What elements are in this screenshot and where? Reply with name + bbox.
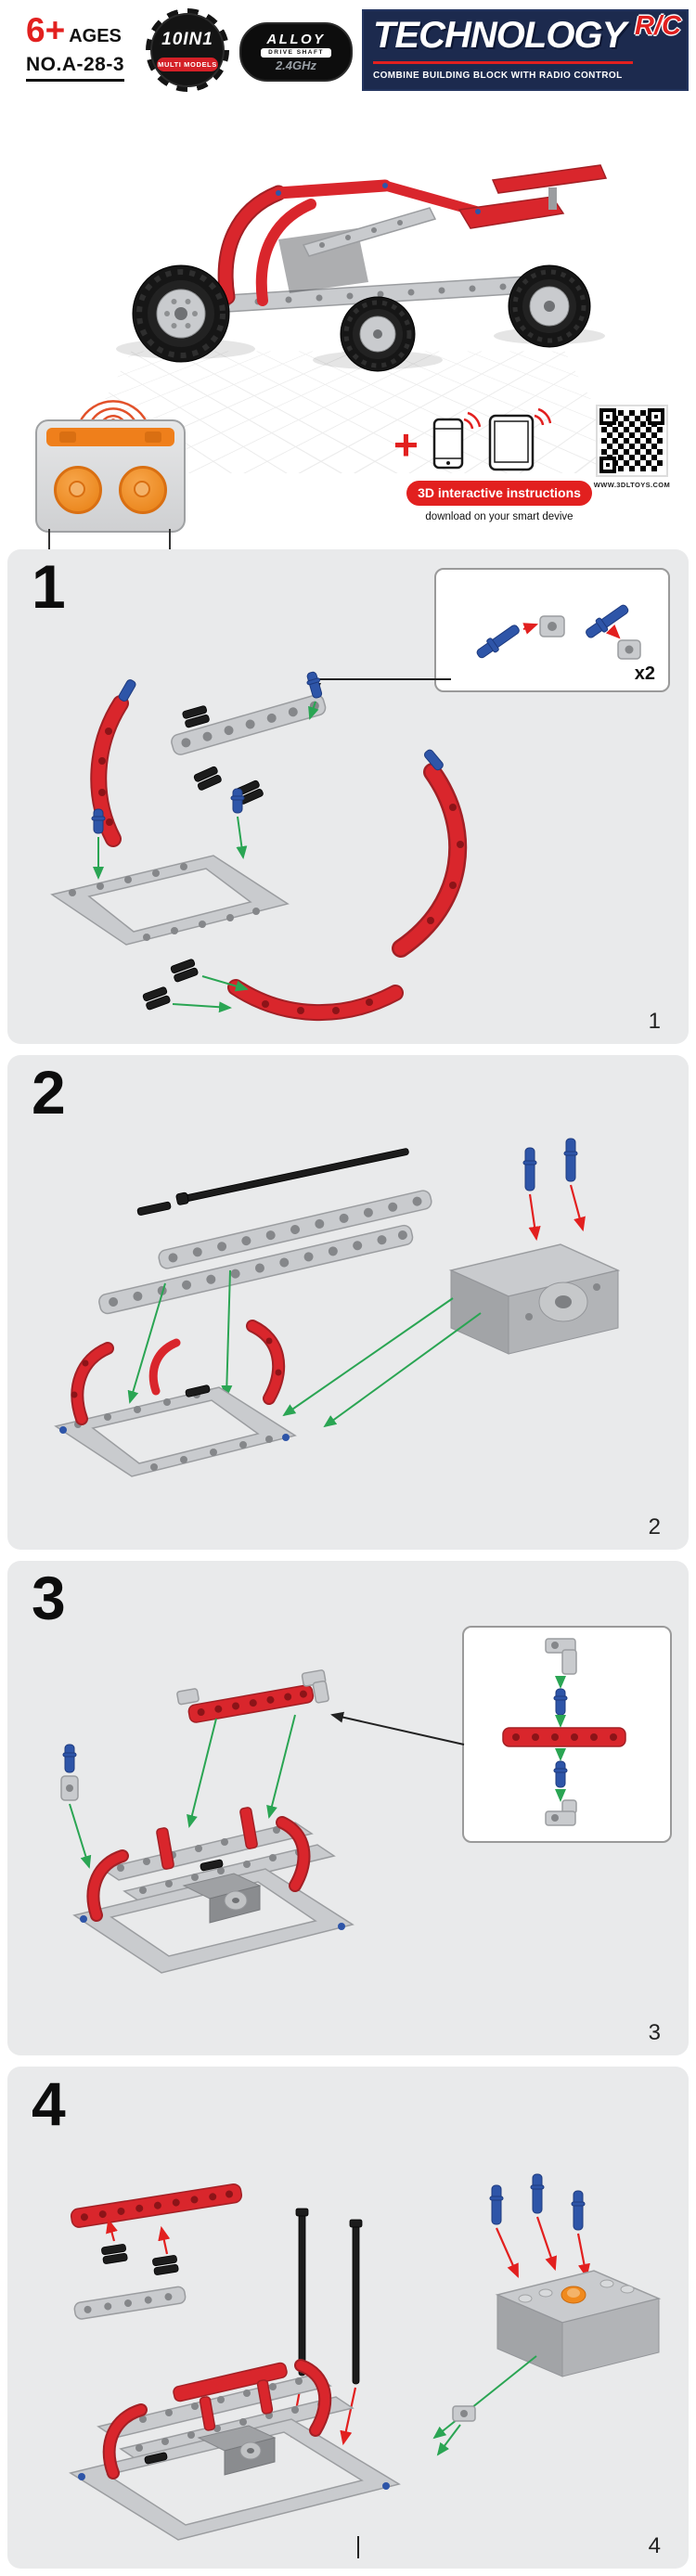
page-number: 4 (648, 2533, 661, 2558)
logo-accent-line (373, 61, 633, 64)
remote-knob-right (119, 466, 167, 514)
page-number: 3 (648, 2020, 661, 2045)
remote-leader-line-left (48, 529, 50, 551)
rear-wheel (132, 264, 230, 363)
tablet-icon (488, 414, 535, 471)
callout-qty: x2 (634, 663, 655, 684)
assembly-diagram-step-2 (54, 1138, 621, 1477)
assembly-diagram-step-4 (69, 2173, 662, 2558)
brand-logo: TECHNOLOGY R/C COMBINE BUILDING BLOCK WI… (362, 9, 689, 91)
age-number: 6+ (26, 11, 66, 49)
step-panel-4: 4 (7, 2067, 689, 2569)
alloy-label: ALLOY (266, 31, 326, 47)
step-number-2: 2 (32, 1058, 66, 1127)
badge-10in1: 10IN1 MULTI MODELS (146, 8, 229, 92)
smart-devices (432, 407, 551, 471)
remote-leader-line-right (169, 529, 171, 551)
age-label: AGES (69, 26, 122, 46)
assembly-diagram-step-3 (60, 1669, 465, 1974)
assembly-diagram-step-1 (50, 671, 468, 1021)
age-rating: 6+AGES (26, 11, 122, 50)
front-left-wheel (340, 296, 416, 372)
badge-multi-models-label: MULTI MODELS (157, 58, 218, 71)
callout-box-step-3 (462, 1626, 672, 1843)
callout-diagram (476, 604, 641, 660)
step-panel-3: 3 (7, 1561, 689, 2055)
download-caption: download on your smart devive (425, 511, 574, 522)
page-number: 2 (648, 1514, 661, 1539)
wifi-waves-icon-2 (534, 407, 551, 426)
remote-control (35, 419, 186, 533)
smartphone-icon (432, 418, 464, 470)
drive-shaft-label: DRIVE SHAFT (261, 47, 331, 58)
logo-tagline: COMBINE BUILDING BLOCK WITH RADIO CONTRO… (373, 71, 623, 81)
instructions-banner: 3D interactive instructions (406, 481, 592, 506)
step-panel-1: 1 x2 (7, 549, 689, 1044)
frequency-label: 2.4GHz (275, 58, 317, 72)
badge-10in1-label: 10IN1 (161, 30, 213, 49)
badge-alloy: ALLOY DRIVE SHAFT 2.4GHz (239, 22, 353, 82)
callout-diagram (502, 1638, 626, 1826)
product-hero (0, 93, 696, 473)
step-number-1: 1 (32, 552, 66, 621)
logo-title: TECHNOLOGY (373, 15, 626, 56)
remote-button-left (59, 431, 76, 443)
qr-caption: WWW.3DLTOYS.COM (593, 481, 671, 489)
step-panel-2: 2 (7, 1055, 689, 1550)
remote-knob-left (54, 466, 102, 514)
remote-top-panel (46, 428, 174, 446)
logo-rc: R/C (635, 11, 681, 41)
front-right-wheel (508, 264, 591, 348)
car-illustration (116, 164, 608, 372)
step-number-3: 3 (32, 1564, 66, 1632)
callout-box-step-1: x2 (434, 568, 670, 692)
model-number: NO.A-28-3 (26, 54, 125, 82)
remote-button-right (145, 431, 161, 443)
qr-code (596, 405, 668, 477)
page-number: 1 (648, 1009, 661, 1034)
step-number-4: 4 (32, 2069, 66, 2138)
plus-icon: + (393, 420, 419, 469)
wifi-waves-icon (463, 411, 482, 430)
